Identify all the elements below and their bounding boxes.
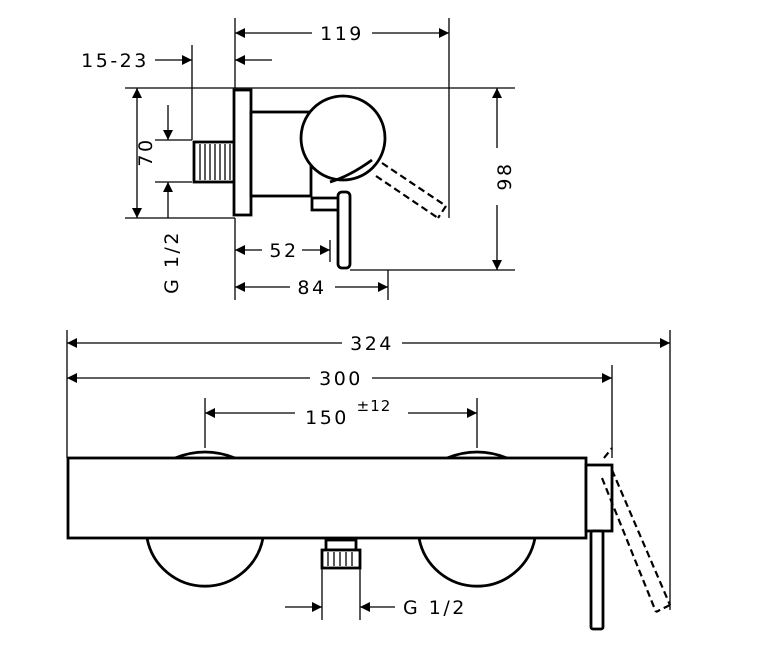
outlet-connector bbox=[320, 538, 362, 570]
inlet-thread bbox=[192, 140, 238, 184]
escutcheon-bottom-left bbox=[145, 536, 265, 588]
mixer-body-front bbox=[66, 456, 588, 540]
front-view: 324 300 150 ±12 bbox=[66, 330, 672, 631]
escutcheon-top-right bbox=[446, 450, 508, 460]
dimension-label-52: 52 bbox=[269, 240, 298, 262]
dimension-label-70: 70 bbox=[135, 137, 157, 166]
dimension-label-84: 84 bbox=[297, 277, 326, 299]
thread-label-g12-side: G 1/2 bbox=[161, 230, 183, 294]
dimension-label-150: 150 bbox=[305, 407, 349, 429]
dimension-label-300: 300 bbox=[319, 368, 363, 390]
dimension-label-119: 119 bbox=[320, 23, 364, 45]
dimension-label-324: 324 bbox=[350, 333, 394, 355]
escutcheon-bottom-right bbox=[417, 536, 537, 588]
lever-cap bbox=[584, 463, 614, 533]
knob-edge bbox=[329, 158, 373, 184]
lever-handle bbox=[589, 529, 605, 631]
escutcheon-top-left bbox=[174, 450, 236, 460]
dimension-label-15-23: 15-23 bbox=[81, 50, 149, 72]
thread-label-g12-bottom: G 1/2 bbox=[403, 597, 467, 619]
lever-alt-position bbox=[375, 162, 447, 219]
side-view: 119 15-23 70 G 1/2 98 52 84 bbox=[81, 18, 516, 300]
dimension-label-98: 98 bbox=[494, 161, 516, 190]
wall-plate bbox=[232, 88, 253, 217]
lever-rod bbox=[336, 190, 352, 270]
tolerance-label: ±12 bbox=[357, 397, 392, 415]
lever-base bbox=[310, 196, 342, 212]
lever-alt-position-front bbox=[600, 447, 672, 613]
cartridge-knob bbox=[299, 94, 387, 182]
